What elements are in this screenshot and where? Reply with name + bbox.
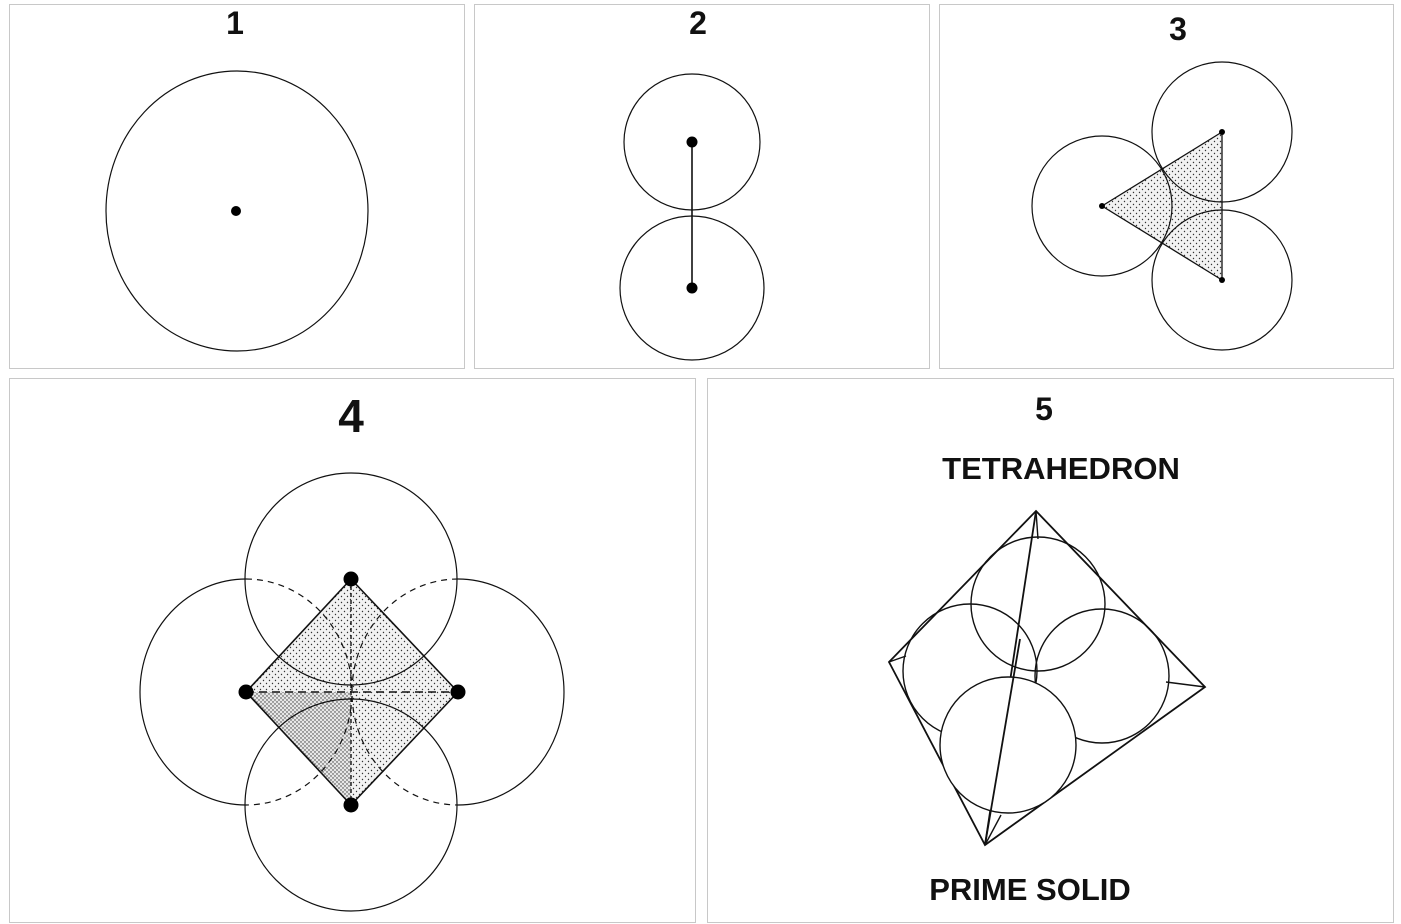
panel-5-title: TETRAHEDRON — [942, 451, 1180, 486]
corner-edge-bottom — [984, 814, 1002, 846]
center-point-left — [1099, 203, 1105, 209]
sphere-circle-left — [1031, 135, 1173, 277]
two-spheres-diagram — [619, 73, 765, 361]
center-point — [231, 206, 241, 216]
vertex-left — [238, 684, 254, 700]
center-point-bottom — [686, 282, 698, 294]
center-point-top — [686, 136, 698, 148]
corner-edge-right — [1165, 681, 1206, 688]
tetrahedron-edge-diagonal-front — [984, 638, 1021, 846]
vertex-top — [343, 571, 359, 587]
four-spheres-diagram — [139, 472, 565, 912]
sphere-circle-top-right — [1151, 61, 1293, 203]
three-spheres-diagram — [1031, 61, 1293, 351]
vertex-right — [450, 684, 466, 700]
corner-edge-left — [888, 655, 907, 663]
corner-edge-top — [1035, 510, 1039, 540]
panel-3: 3 — [939, 4, 1394, 369]
tetrahedron-face-front-right — [295, 692, 351, 779]
panel-2: 2 — [474, 4, 930, 369]
sphere-circle-right — [1034, 608, 1170, 744]
panel-1-number: 1 — [226, 5, 244, 41]
sphere-circle — [105, 70, 369, 352]
sphere-circle-top — [970, 536, 1106, 672]
panel-2-number: 2 — [689, 5, 707, 41]
panel-3-number: 3 — [1169, 11, 1187, 47]
edge-top-left — [245, 578, 352, 693]
panel-4: 4 — [9, 378, 696, 923]
center-point-bottom-right — [1219, 277, 1225, 283]
panel-4-number: 4 — [338, 390, 364, 442]
sphere-circle-bottom-right — [1151, 209, 1293, 351]
panel-5-caption: PRIME SOLID — [929, 872, 1131, 907]
panel-1: 1 — [9, 4, 465, 369]
sphere-arc-right — [457, 578, 565, 806]
panel-5-number: 5 — [1035, 391, 1053, 427]
tetrahedron-diagram — [887, 509, 1207, 847]
single-sphere-diagram — [105, 70, 369, 352]
sphere-arc-left — [139, 578, 247, 806]
center-point-top-right — [1219, 129, 1225, 135]
edge-top-right — [350, 578, 459, 693]
panel-5: 5 TETRAHEDRON PRIME SOLID — [707, 378, 1394, 923]
vertex-bottom — [343, 797, 359, 813]
edge-right-bottom — [350, 691, 459, 806]
triangle-face — [1100, 130, 1223, 282]
sphere-circle-front — [939, 676, 1077, 814]
edge-left-bottom — [245, 691, 352, 806]
